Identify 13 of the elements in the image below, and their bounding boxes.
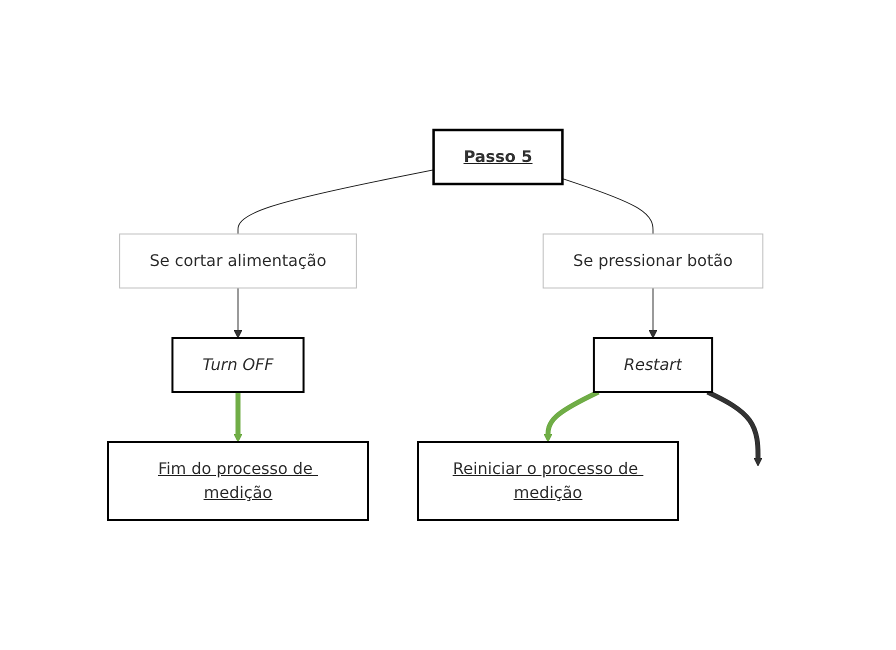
- arrow: [234, 288, 242, 338]
- arrow: [648, 288, 658, 338]
- arrow: [544, 390, 600, 442]
- node-box: Passo 5: [432, 128, 564, 186]
- node-box: Se pressionar botão: [542, 234, 764, 288]
- arrow: [706, 390, 762, 466]
- node-box: Turn OFF: [171, 337, 305, 393]
- node-box: Se cortar alimentação: [119, 234, 357, 288]
- node-box: Reiniciar o processo de medição: [417, 441, 679, 521]
- arrow: [234, 392, 242, 442]
- node-box: Fim do processo de medição: [107, 441, 369, 521]
- connector: [562, 178, 654, 234]
- connector: [238, 169, 434, 234]
